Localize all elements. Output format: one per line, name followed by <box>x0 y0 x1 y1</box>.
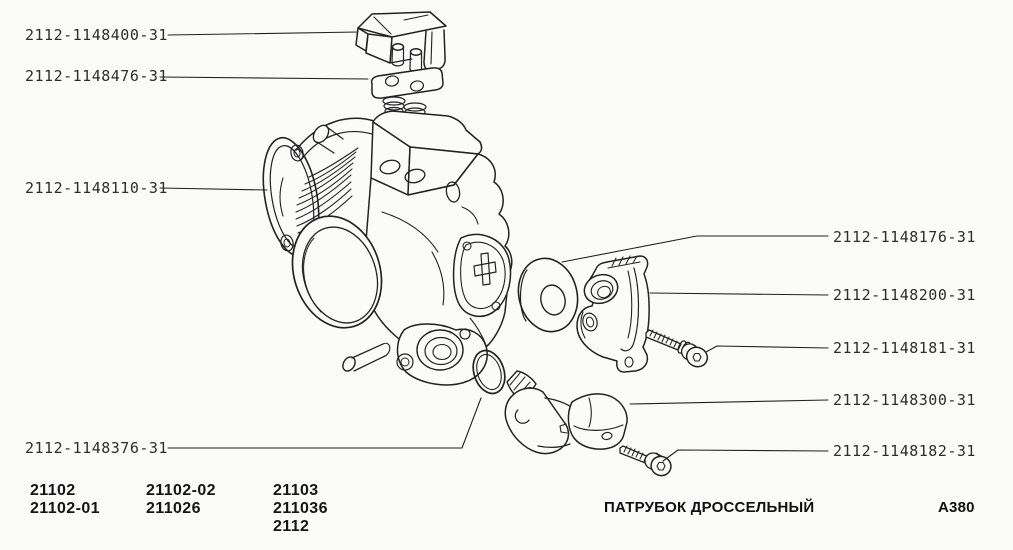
callout-label-1148476: 2112-1148476-31 <box>25 67 168 85</box>
leader-1148176 <box>561 235 829 263</box>
leader-1148376 <box>167 397 482 449</box>
foam-ring-drawing <box>517 257 579 333</box>
leader-lines <box>159 31 829 462</box>
diagram-title: ПАТРУБОК ДРОССЕЛЬНЫЙ <box>604 499 815 516</box>
model-code: 211036 <box>273 500 328 517</box>
model-code: 2112 <box>273 518 310 535</box>
callout-label-1148300: 2112-1148300-31 <box>833 391 976 409</box>
plate-code: A380 <box>938 499 975 516</box>
callout-label-1148181: 2112-1148181-31 <box>833 339 976 357</box>
leader-1148110 <box>159 187 268 191</box>
model-code: 211026 <box>146 500 201 517</box>
valve-screw-drawing <box>619 445 672 477</box>
model-code: 21102-02 <box>146 482 216 499</box>
o-ring-drawing <box>472 349 506 395</box>
throttle-position-sensor-drawing <box>576 255 650 373</box>
leader-1148476 <box>159 76 369 80</box>
throttle-body-drawing <box>262 110 513 386</box>
applicability-column-3: 21103 211036 2112 <box>273 482 328 536</box>
callout-label-1148110: 2112-1148110-31 <box>25 179 168 197</box>
model-code: 21102-01 <box>30 500 100 517</box>
model-code: 21103 <box>273 482 319 499</box>
applicability-column-1: 21102 21102-01 <box>30 482 100 518</box>
rib-lines <box>295 147 359 234</box>
leader-1148182 <box>662 449 829 462</box>
callout-label-1148182: 2112-1148182-31 <box>833 442 976 460</box>
callout-label-1148400: 2112-1148400-31 <box>25 26 168 44</box>
applicability-column-2: 21102-02 211026 <box>146 482 216 518</box>
leader-1148200 <box>649 292 829 296</box>
leader-1148300 <box>629 399 829 405</box>
callout-label-1148376: 2112-1148376-31 <box>25 439 168 457</box>
idle-air-control-valve-drawing <box>504 370 628 455</box>
callout-label-1148200: 2112-1148200-31 <box>833 286 976 304</box>
leader-1148400 <box>167 31 359 36</box>
callout-label-1148176: 2112-1148176-31 <box>833 228 976 246</box>
leader-1148181 <box>705 345 829 353</box>
sensor-screw-drawing <box>645 329 709 368</box>
model-code: 21102 <box>30 482 76 499</box>
mounting-bracket-drawing <box>355 11 447 73</box>
